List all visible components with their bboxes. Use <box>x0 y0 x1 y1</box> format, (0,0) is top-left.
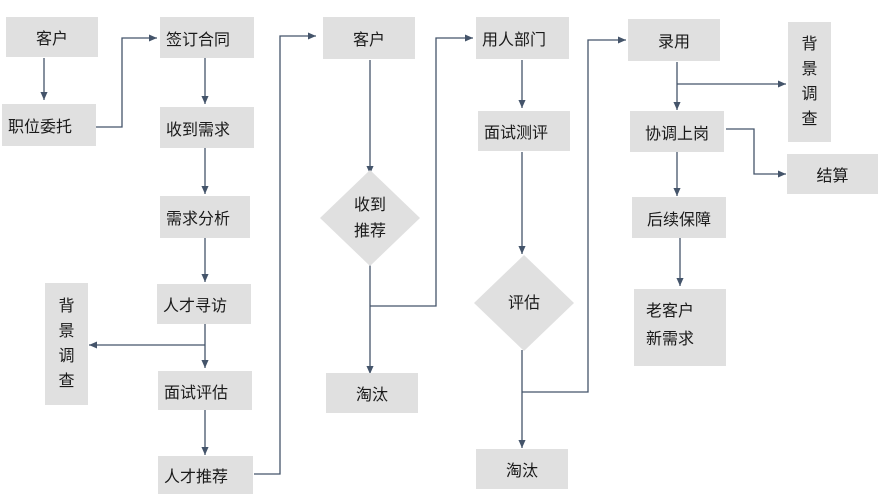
interview-test-label: 面试测评 <box>484 123 549 142</box>
commission-box: 职位委托 <box>2 104 96 146</box>
interview-eval-box: 面试评估 <box>158 371 252 410</box>
arrow-decision-to-hire <box>522 36 626 393</box>
evaluation-label: 评估 <box>507 293 540 312</box>
decision-line-2: 推荐 <box>353 221 386 240</box>
eliminate-label: 淘汰 <box>355 385 388 404</box>
decision-diamond-shape <box>320 170 420 266</box>
decision-line-1: 收到 <box>353 195 386 214</box>
commission-label: 职位委托 <box>8 117 73 136</box>
arrow-commission-to-contract <box>96 34 157 128</box>
settlement-box: 结算 <box>787 154 878 194</box>
receive-demand-box: 收到需求 <box>160 107 254 148</box>
settlement-label: 结算 <box>816 166 849 185</box>
old-client-line-1: 老客户 <box>646 300 695 320</box>
evaluation-decision: 评估 <box>474 255 574 351</box>
bg-check-right-char-1: 背 <box>801 34 818 53</box>
client-label-2: 客户 <box>352 30 385 49</box>
decision-label: 收到 推荐 <box>320 170 420 266</box>
arrow-recommend-to-client <box>254 32 316 475</box>
demand-analysis-box: 需求分析 <box>160 196 250 238</box>
bg-check-left-char-4: 查 <box>58 371 75 390</box>
demand-analysis-label: 需求分析 <box>166 209 231 228</box>
client-label: 客户 <box>35 29 68 48</box>
bg-check-left-char-1: 背 <box>58 296 75 315</box>
eliminate-box: 淘汰 <box>326 373 418 413</box>
hire-label: 录用 <box>657 32 690 51</box>
old-client-new-demand-box: 老客户 新需求 <box>634 289 726 366</box>
bg-check-left-char-2: 景 <box>58 321 75 340</box>
old-client-line-2: 新需求 <box>646 328 695 348</box>
background-check-right-box: 背 景 调 查 <box>788 22 831 142</box>
sign-contract-box: 签订合同 <box>160 17 254 58</box>
interview-test-box: 面试测评 <box>478 111 570 151</box>
talent-search-label: 人才寻访 <box>163 296 228 315</box>
onboard-box: 协调上岗 <box>630 111 724 152</box>
eliminate-box-2: 淘汰 <box>476 449 568 489</box>
sign-contract-label: 签订合同 <box>166 29 231 49</box>
talent-recommend-box: 人才推荐 <box>158 456 253 494</box>
recommend-received-decision: 收到 推荐 <box>320 170 420 266</box>
bg-check-right-char-2: 景 <box>801 59 818 78</box>
talent-search-box: 人才寻访 <box>157 284 251 324</box>
onboard-label: 协调上岗 <box>644 123 709 143</box>
evaluation-label-wrap: 评估 <box>474 255 574 351</box>
arrow-decision-to-hiring-dept <box>370 34 473 307</box>
interview-eval-label: 面试评估 <box>164 382 229 402</box>
receive-demand-label: 收到需求 <box>166 119 231 139</box>
evaluation-diamond-shape <box>474 255 574 351</box>
client-box: 客户 <box>6 17 98 57</box>
bg-check-left-char-3: 调 <box>58 346 75 365</box>
bg-check-right-char-4: 查 <box>801 109 818 128</box>
eliminate-label-2: 淘汰 <box>505 461 538 480</box>
bg-check-right-char-3: 调 <box>801 84 818 103</box>
hire-box: 录用 <box>628 19 720 61</box>
hiring-dept-label: 用人部门 <box>482 30 547 49</box>
background-check-left-box: 背 景 调 查 <box>45 283 88 405</box>
hiring-dept-box: 用人部门 <box>476 17 569 59</box>
talent-recommend-label: 人才推荐 <box>164 467 229 486</box>
follow-up-box: 后续保障 <box>632 197 726 238</box>
client-box-2: 客户 <box>323 17 415 59</box>
follow-up-label: 后续保障 <box>646 209 711 229</box>
arrow-onboard-to-settlement <box>726 128 786 178</box>
